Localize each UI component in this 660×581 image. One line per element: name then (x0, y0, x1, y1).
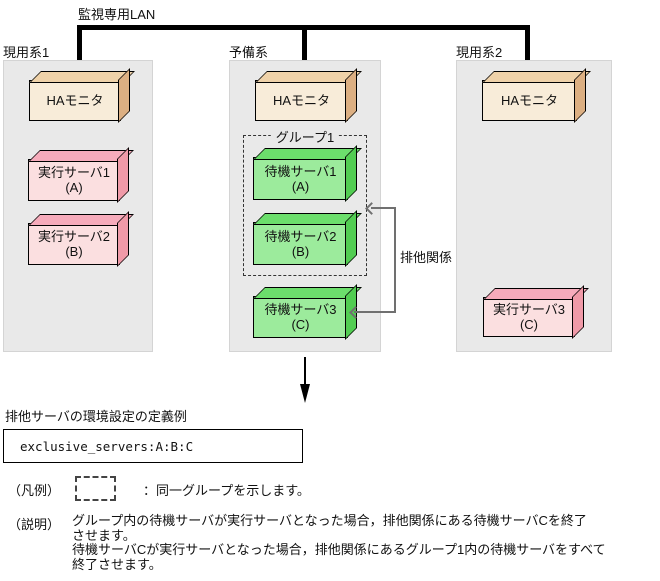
down-arrowhead-icon (300, 384, 310, 403)
legend-dashed-box (75, 476, 116, 501)
legend-label: （凡例） (8, 483, 61, 498)
down-arrow-line (304, 357, 306, 385)
explanation-text: グループ内の待機サーバが実行サーバとなった場合，排他関係にある待機サーバCを終了… (72, 513, 657, 572)
lan-label: 監視専用LAN (78, 7, 156, 22)
server-name: 実行サーバ1 (37, 165, 111, 180)
standby-server-3-box: 待機サーバ3 (C) (253, 296, 348, 338)
exclusion-line-vertical (394, 207, 396, 313)
exclusion-line-top (371, 207, 396, 209)
legend-text: ：同一グループを示します。 (143, 483, 310, 498)
server-id: (B) (291, 243, 310, 259)
explanation-line: 待機サーバCが実行サーバとなった場合，排他関係にあるグループ1内の待機サーバをす… (72, 542, 606, 557)
group1-label: グループ1 (270, 127, 340, 146)
lan-drop-right (525, 25, 530, 61)
server-id: (C) (519, 317, 539, 332)
definition-heading: 排他サーバの環境設定の定義例 (5, 409, 187, 424)
server-name: 待機サーバ1 (264, 163, 337, 179)
group1-dashed-box: グループ1 (243, 127, 367, 276)
explanation-label: （説明） (8, 517, 61, 532)
ha-monitor-label: HAモニタ (272, 93, 331, 108)
definition-code-box: exclusive_servers:A:B:C (3, 429, 303, 463)
exec-server-3-box: 実行サーバ3 (C) (483, 297, 575, 337)
ha-monitor-box-standby: HAモニタ (255, 80, 348, 121)
server-name: 実行サーバ2 (37, 229, 111, 244)
exec-server-2-box: 実行サーバ2 (B) (28, 223, 120, 265)
standby-server-2-box: 待機サーバ2 (B) (253, 222, 348, 265)
standby-server-1-box: 待機サーバ1 (A) (253, 157, 348, 200)
exclusion-label: 排他関係 (400, 250, 453, 265)
exec-server-1-box: 実行サーバ1 (A) (28, 159, 120, 201)
server-id: (A) (291, 178, 310, 194)
lan-drop-left (77, 25, 82, 61)
label-standby-system: 予備系 (229, 45, 269, 60)
server-name: 待機サーバ3 (264, 302, 337, 317)
server-id: (B) (65, 244, 83, 259)
explanation-line: グループ内の待機サーバが実行サーバとなった場合，排他関係にある待機サーバCを終了 (72, 513, 587, 528)
explanation-line: 終了させます。 (72, 556, 162, 572)
server-id: (A) (65, 180, 83, 195)
ha-monitor-label: HAモニタ (46, 93, 104, 108)
definition-code-text: exclusive_servers:A:B:C (20, 438, 194, 454)
ha-monitor-label: HAモニタ (500, 93, 559, 108)
server-id: (C) (291, 317, 310, 332)
ha-monitor-box-active2: HAモニタ (482, 80, 577, 121)
server-name: 待機サーバ2 (264, 228, 337, 244)
lan-drop-middle (302, 25, 307, 61)
server-name: 実行サーバ3 (492, 302, 566, 317)
label-active-system-2: 現用系2 (456, 45, 503, 60)
exclusion-line-bottom (354, 311, 396, 313)
explanation-line: させます。 (72, 527, 136, 543)
ha-monitor-box-active1: HAモニタ (29, 80, 121, 121)
label-active-system-1: 現用系1 (3, 45, 50, 60)
